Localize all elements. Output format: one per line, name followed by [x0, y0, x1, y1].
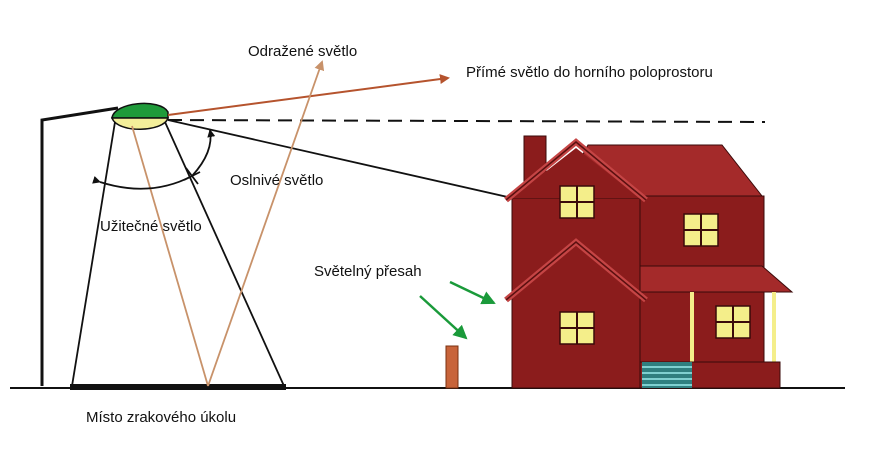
- window: [683, 213, 719, 247]
- glare-angle-arc: [191, 129, 216, 177]
- porch-post-right: [772, 292, 776, 362]
- label-useful-light: Užitečné světlo: [100, 218, 202, 235]
- lamp-head-bottom: [110, 117, 169, 130]
- upward-light-ray: [167, 74, 450, 116]
- incident-light-ray: [131, 125, 209, 387]
- label-visual-task-area: Místo zrakového úkolu: [86, 409, 236, 426]
- angle-tick-b: [183, 171, 201, 181]
- horizon-dashed-line: [167, 119, 766, 123]
- porch-roof: [639, 265, 794, 293]
- reflected-light-ray: [207, 60, 325, 387]
- useful-angle-arc: [92, 175, 193, 190]
- house: [504, 135, 794, 389]
- label-glare-light: Oslnivé světlo: [230, 172, 323, 189]
- label-light-trespass: Světelný přesah: [314, 263, 422, 280]
- label-direct-upward-light: Přímé světlo do horního poloprostoru: [466, 64, 713, 81]
- lamp-head-top: [111, 102, 169, 119]
- visual-task-area: [70, 384, 286, 390]
- useful-light-cone-right: [164, 121, 285, 387]
- lamp-post: [40, 106, 119, 386]
- porch-post-left: [690, 292, 694, 362]
- street-lamp: [40, 102, 169, 386]
- upper-gable-trim-inner: [505, 141, 647, 201]
- lower-gable: [512, 248, 640, 298]
- trespass-arrow-house: [449, 280, 496, 305]
- bollard: [445, 345, 459, 389]
- trespass-arrow-bollard: [419, 295, 468, 340]
- window: [559, 311, 595, 345]
- lower-gable-trim-inner: [505, 241, 647, 301]
- upper-gable: [512, 148, 640, 198]
- glare-light-ray: [167, 119, 513, 199]
- steps: [642, 362, 692, 388]
- window: [715, 305, 751, 339]
- label-reflected-light: Odražené světlo: [248, 43, 357, 60]
- useful-light-cone-left: [71, 121, 116, 387]
- window: [559, 185, 595, 219]
